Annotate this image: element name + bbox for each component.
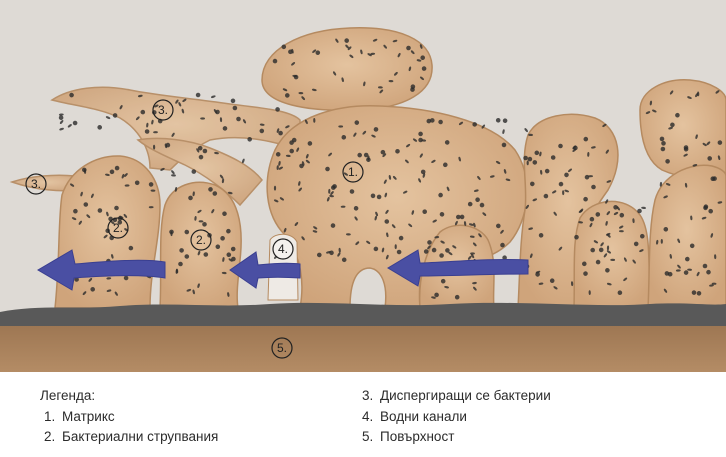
legend-title: Легенда:	[40, 386, 218, 407]
callout-channels-text: 4.	[278, 242, 288, 256]
callout-matrix-text: 1.	[348, 165, 358, 179]
legend-item-channels: 4.Водни канали	[362, 407, 551, 428]
legend-item-surface: 5.Повърхност	[362, 427, 551, 448]
callout-surface-text: 5.	[277, 341, 287, 355]
callout-channels: 4.	[273, 239, 293, 259]
legend-item-matrix: 1.Матрикс	[40, 407, 218, 428]
legend-item-label: Диспергиращи се бактерии	[380, 388, 551, 403]
bacterium-speck	[135, 181, 140, 186]
legend-item-label: Матрикс	[62, 409, 115, 424]
biofilm-far-right-column	[574, 201, 650, 308]
legend-item-number: 4.	[362, 407, 380, 428]
callout-clusters-middle-text: 2.	[196, 233, 206, 247]
legend-column-right: 3.Диспергиращи се бактерии 4.Водни канал…	[362, 386, 551, 448]
legend-item-number: 3.	[362, 386, 380, 407]
bacterium-speck	[703, 264, 708, 269]
legend-item-label: Бактериални струпвания	[62, 429, 218, 444]
callout-clusters-left-text: 2.	[113, 221, 123, 235]
legend-item-dispersing: 3.Диспергиращи се бактерии	[362, 386, 551, 407]
legend-item-label: Водни канали	[380, 409, 467, 424]
legend-item-label: Повърхност	[380, 429, 454, 444]
legend-item-number: 1.	[44, 407, 62, 428]
bacterium-speck	[661, 239, 663, 244]
legend-item-number: 5.	[362, 427, 380, 448]
surface-layer	[0, 326, 726, 372]
bacterium-speck	[527, 161, 529, 166]
callout-dispersing-top-text: 3.	[158, 103, 168, 117]
legend-item-number: 2.	[44, 427, 62, 448]
biofilm-diagram: 1. 2. 2. 3. 3. 4.	[0, 0, 726, 372]
legend: Легенда: 1.Матрикс 2.Бактериални струпва…	[0, 372, 726, 457]
legend-item-clusters: 2.Бактериални струпвания	[40, 427, 218, 448]
legend-column-left: Легенда: 1.Матрикс 2.Бактериални струпва…	[40, 386, 218, 448]
callout-dispersing-left-text: 3.	[31, 177, 41, 191]
